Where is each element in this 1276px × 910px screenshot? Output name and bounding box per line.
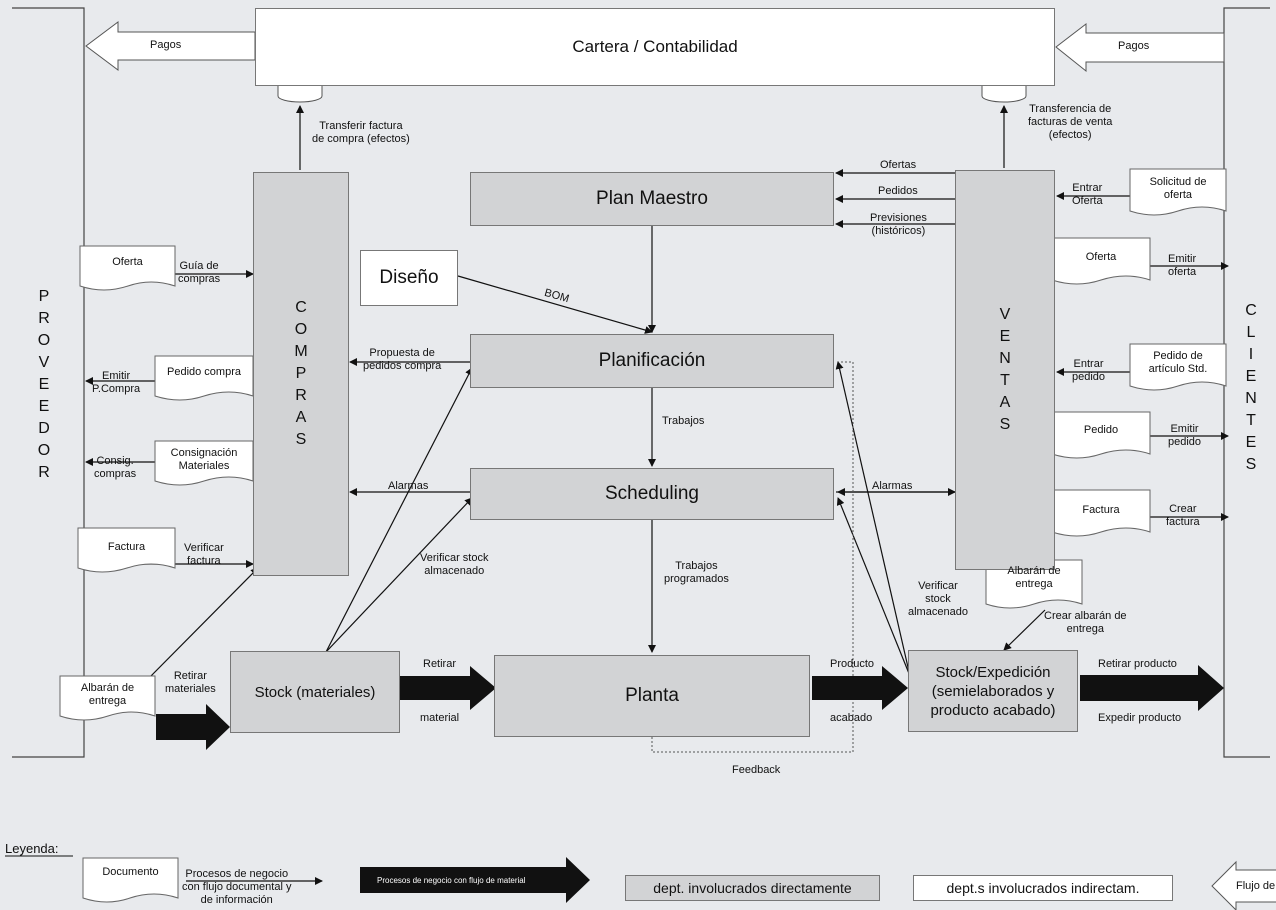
label-trabajos-programados: Trabajos programados xyxy=(664,560,729,585)
stock-expedicion-box: Stock/Expedición (semielaborados y produ… xyxy=(908,650,1078,732)
label-trabajos: Trabajos xyxy=(662,415,705,427)
label-producto: Producto xyxy=(830,658,875,670)
legend-material-arrow xyxy=(360,857,590,903)
label-emitir-pcompra: Emitir P.Compra xyxy=(92,370,141,395)
legend-dept-directos: dept. involucrados directamente xyxy=(625,875,880,901)
planificacion-label: Planificación xyxy=(598,350,706,371)
label-emitir-oferta: Emitir oferta xyxy=(1168,253,1197,278)
label-retirar-producto: Retirar producto xyxy=(1098,658,1177,670)
legend-dept-indirectos-label: dept.s involucrados indirectam. xyxy=(946,880,1140,896)
pagos-right-label: Pagos xyxy=(1118,40,1150,52)
doc-consignacion: Consignación Materiales xyxy=(170,447,238,472)
material-arrow-out xyxy=(1080,665,1224,711)
label-transferir-factura: Transferir factura de compra (efectos) xyxy=(312,120,410,145)
label-entrar-oferta: Entrar Oferta xyxy=(1072,182,1103,207)
doc-factura-right: Factura xyxy=(1082,504,1120,516)
scheduling-box: Scheduling xyxy=(470,468,834,520)
scheduling-label: Scheduling xyxy=(604,483,700,504)
planta-label: Planta xyxy=(625,685,679,706)
label-pedidos: Pedidos xyxy=(878,185,918,197)
label-verificar-factura: Verificar factura xyxy=(184,542,224,567)
legend-procesos-doc: Procesos de negocio con flujo documental… xyxy=(182,868,292,906)
stock-materiales-box: Stock (materiales) xyxy=(230,651,400,733)
doc-albaran-left: Albarán de entrega xyxy=(80,682,135,707)
label-expedir-producto: Expedir producto xyxy=(1098,712,1182,724)
diseno-label: Diseño xyxy=(379,267,439,288)
label-alarmas-left: Alarmas xyxy=(388,480,429,492)
stock-expedicion-label: Stock/Expedición (semielaborados y produ… xyxy=(930,663,1056,719)
label-emitir-pedido: Emitir pedido xyxy=(1168,423,1202,448)
cartera-title: Cartera / Contabilidad xyxy=(572,37,738,56)
label-verificar-stock-right: Verificar stock almacenado xyxy=(908,580,968,618)
plan-maestro-box: Plan Maestro xyxy=(470,172,834,226)
legend-flujo: Flujo de c xyxy=(1236,880,1276,892)
legend-documento: Documento xyxy=(102,866,159,878)
doc-pedido-compra: Pedido compra xyxy=(167,366,241,378)
label-ofertas: Ofertas xyxy=(880,159,917,171)
pagos-right-arrow xyxy=(1055,22,1225,73)
doc-oferta-left: Oferta xyxy=(112,256,143,268)
label-alarmas-right: Alarmas xyxy=(872,480,913,492)
diseno-box: Diseño xyxy=(360,250,458,306)
pagos-left-arrow xyxy=(85,21,256,71)
label-guia-compras: Guía de compras xyxy=(178,260,221,285)
label-crear-albaran: Crear albarán de entrega xyxy=(1044,610,1127,635)
doc-factura-left: Factura xyxy=(107,541,146,553)
label-feedback: Feedback xyxy=(732,764,781,776)
label-transferencia-ventas: Transferencia de facturas de venta (efec… xyxy=(1028,103,1113,141)
legend-dept-indirectos: dept.s involucrados indirectam. xyxy=(913,875,1173,901)
label-previsiones: Previsiones (históricos) xyxy=(870,212,927,237)
label-acabado: acabado xyxy=(830,712,873,724)
doc-oferta-right: Oferta xyxy=(1085,251,1117,263)
doc-albaran-right: Albarán de entrega xyxy=(1007,565,1061,590)
planificacion-box: Planificación xyxy=(470,334,834,388)
planta-box: Planta xyxy=(494,655,810,737)
doc-pedido-right: Pedido xyxy=(1083,424,1119,436)
material-arrow-retirar xyxy=(400,666,496,710)
material-arrow-producto xyxy=(812,666,908,710)
label-verificar-stock-left: Verificar stock almacenado xyxy=(420,552,489,577)
label-retirar: Retirar xyxy=(423,658,457,670)
material-arrow-in xyxy=(156,704,230,750)
label-propuesta: Propuesta de pedidos compra xyxy=(363,347,442,372)
label-entrar-pedido: Entrar pedido xyxy=(1072,358,1106,383)
pagos-left-label: Pagos xyxy=(150,39,182,51)
proveedor-frame xyxy=(12,7,85,758)
legend-procesos-material: Procesos de negocio con flujo de materia… xyxy=(377,876,526,885)
doc-pedido-articulo: Pedido de artículo Std. xyxy=(1148,350,1208,375)
label-crear-factura: Crear factura xyxy=(1166,503,1200,528)
doc-solicitud-oferta: Solicitud de oferta xyxy=(1149,176,1207,201)
label-retirar-materiales: Retirar materiales xyxy=(165,670,216,695)
stock-materiales-label: Stock (materiales) xyxy=(254,683,376,701)
legend-dept-directos-label: dept. involucrados directamente xyxy=(653,880,852,896)
cartera-contabilidad-box: Cartera / Contabilidad xyxy=(255,8,1055,86)
feedback-path xyxy=(651,361,854,753)
legend-flujo-arrow xyxy=(1211,860,1276,910)
label-material: material xyxy=(420,712,460,724)
plan-maestro-label: Plan Maestro xyxy=(596,188,708,209)
label-consig-compras: Consig. compras xyxy=(94,455,137,480)
legend-title: Leyenda: xyxy=(5,841,59,856)
